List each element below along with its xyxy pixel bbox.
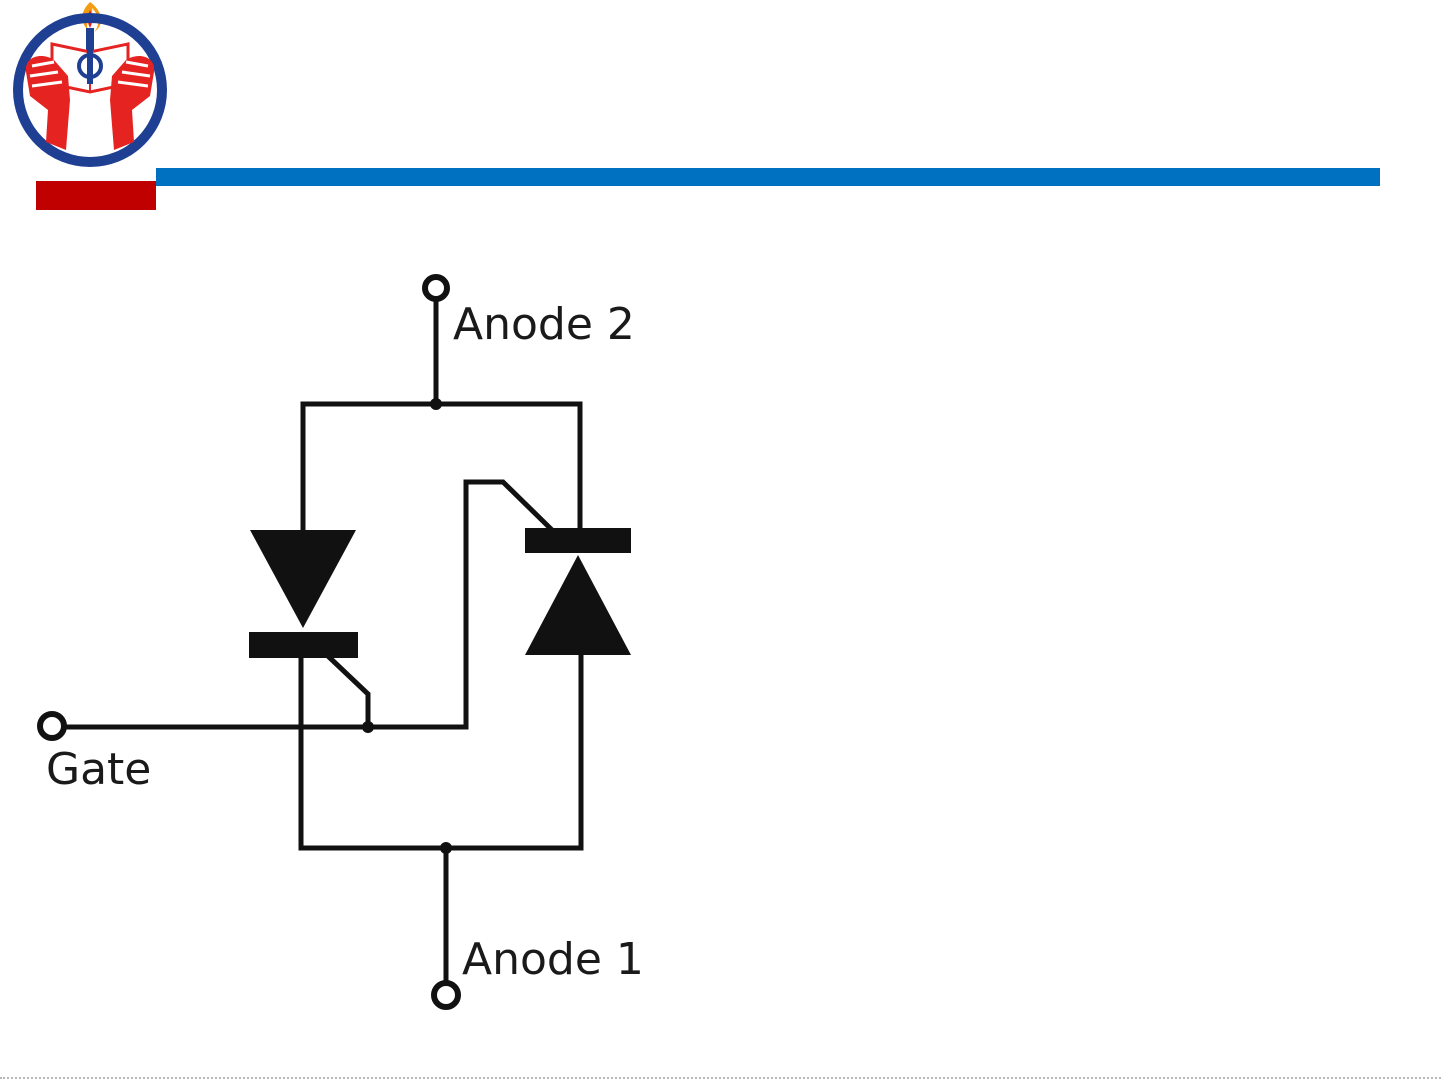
right-scr-gate-lead	[466, 482, 550, 727]
right-scr-cathode-bar	[525, 528, 631, 553]
triac-circuit-diagram: Anode 2 Gate Anode 1	[0, 0, 700, 1081]
left-scr-gate-lead	[330, 658, 368, 727]
gate-label: Gate	[46, 744, 151, 795]
junction-dot-bottom	[440, 842, 452, 854]
anode2-label: Anode 2	[453, 299, 635, 350]
left-scr-cathode-bar	[249, 632, 358, 658]
slide-footer-rule	[0, 1077, 1441, 1079]
junction-dot-top	[430, 398, 442, 410]
anode2-terminal	[425, 277, 447, 299]
anode1-label: Anode 1	[462, 934, 644, 985]
anode1-terminal	[434, 983, 458, 1007]
junction-dot-gate	[362, 721, 374, 733]
left-scr-triangle	[250, 530, 356, 628]
right-scr-triangle	[525, 555, 631, 655]
gate-terminal	[40, 714, 64, 738]
